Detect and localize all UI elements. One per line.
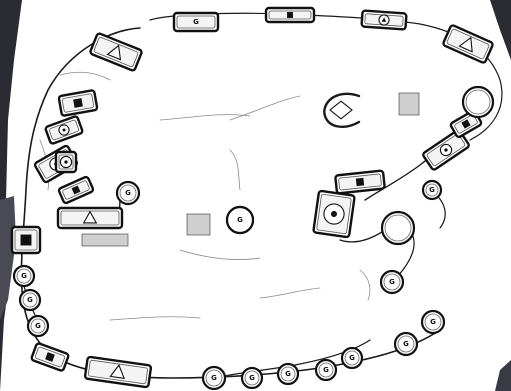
board-tile[interactable] <box>56 152 76 172</box>
node-label: G <box>389 278 395 286</box>
board-tile[interactable] <box>59 90 98 116</box>
board-tile[interactable] <box>361 10 406 29</box>
board-tile[interactable] <box>12 227 40 253</box>
node-outer <box>382 212 414 244</box>
g-node[interactable]: G <box>20 290 40 310</box>
board-tile[interactable] <box>85 357 151 388</box>
g-node[interactable] <box>463 87 493 117</box>
node-label: G <box>403 340 409 348</box>
g-node[interactable]: G <box>117 182 139 204</box>
g-node[interactable]: G <box>203 367 225 389</box>
g-node[interactable]: G <box>278 364 298 384</box>
board-tile[interactable] <box>58 208 122 228</box>
tiles-layer: G <box>12 8 493 387</box>
board-tile[interactable] <box>335 171 385 194</box>
g-node[interactable]: G <box>14 266 34 286</box>
g-node[interactable]: G <box>28 316 48 336</box>
glyph-letter: G <box>193 18 199 26</box>
g-node[interactable]: G <box>423 181 441 199</box>
board-tile[interactable]: G <box>174 13 218 31</box>
node-label: G <box>285 370 291 378</box>
g-node[interactable]: G <box>422 311 444 333</box>
node-label: G <box>249 374 255 382</box>
node-label: G <box>27 296 33 304</box>
square-icon <box>73 98 83 108</box>
node-label: G <box>21 272 27 280</box>
node-label: G <box>349 354 355 362</box>
node-label: G <box>211 374 217 382</box>
circle-dot-icon <box>64 160 67 163</box>
board-tile[interactable] <box>266 8 314 22</box>
center-piece[interactable]: G <box>227 207 253 233</box>
node-label: G <box>429 186 435 194</box>
node-label: G <box>430 318 436 326</box>
board-tile[interactable] <box>443 25 494 64</box>
g-node[interactable]: G <box>381 271 403 293</box>
g-node[interactable] <box>382 212 414 244</box>
square-icon <box>356 178 364 186</box>
board-tile[interactable] <box>90 33 143 71</box>
node-label: G <box>125 189 131 197</box>
node-outer <box>463 87 493 117</box>
g-node[interactable]: G <box>316 360 336 380</box>
stamp-block <box>82 234 128 246</box>
g-node[interactable]: G <box>242 368 262 388</box>
square-icon <box>287 12 293 18</box>
board-tile[interactable] <box>58 176 94 204</box>
glyph-letter: G <box>237 216 243 224</box>
node-label: G <box>323 366 329 374</box>
g-node[interactable]: G <box>342 348 362 368</box>
node-label: G <box>35 322 41 330</box>
diamond-icon <box>330 101 352 119</box>
center-piece[interactable] <box>324 94 359 127</box>
stamp-block <box>187 214 210 235</box>
g-node[interactable]: G <box>395 333 417 355</box>
board-tile[interactable] <box>45 116 83 145</box>
board-tile[interactable] <box>313 191 354 238</box>
board-tile[interactable] <box>31 343 69 372</box>
square-icon <box>21 235 32 246</box>
stamp-block <box>399 93 419 115</box>
